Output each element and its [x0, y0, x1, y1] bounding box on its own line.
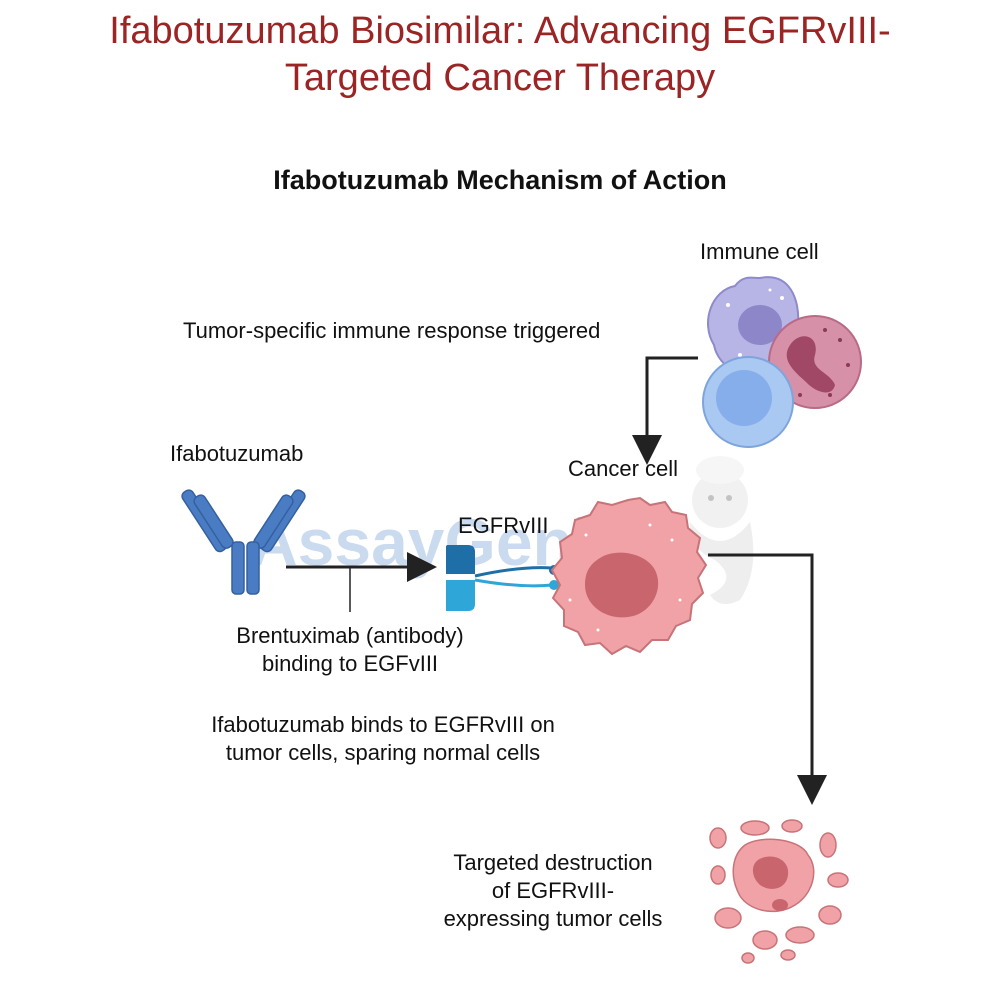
genie-mascot-icon	[690, 456, 754, 604]
binding-label-line-2: binding to EGFvIII	[261, 651, 439, 676]
binding-label-line-1: Brentuximab (antibody)	[236, 623, 464, 648]
immune-response-label: Tumor-specific immune response triggered	[183, 318, 601, 343]
diagram-subtitle: Ifabotuzumab Mechanism of Action	[273, 165, 727, 195]
immune-response-arrow	[632, 356, 698, 465]
destroyed-cell-fragments-icon	[709, 819, 849, 964]
mechanism-line-2: tumor cells, sparing normal cells	[225, 740, 541, 765]
title-line-1: Ifabotuzumab Biosimilar: Advancing EGFRv…	[109, 10, 891, 52]
antibody-icon	[181, 489, 306, 595]
binding-label: Brentuximab (antibody) binding to EGFvII…	[200, 622, 500, 678]
destruction-label: Targeted destruction of EGFRvIII- expres…	[418, 849, 688, 933]
receptor-icon	[446, 545, 559, 611]
destruction-line-3: expressing tumor cells	[443, 906, 663, 931]
antibody-label: Ifabotuzumab	[170, 441, 304, 466]
destruction-line-2: of EGFRvIII-	[491, 878, 615, 903]
receptor-label: EGFRvIII	[458, 513, 549, 538]
mechanism-description: Ifabotuzumab binds to EGFRvIII on tumor …	[183, 711, 583, 767]
immune-cell-group	[702, 276, 862, 448]
destruction-arrow	[708, 553, 827, 805]
cancer-cell-label: Cancer cell	[568, 456, 679, 481]
page-title: Ifabotuzumab Biosimilar: Advancing EGFRv…	[0, 8, 1000, 102]
immune-cell-label: Immune cell	[700, 239, 819, 264]
destruction-line-1: Targeted destruction	[453, 850, 653, 875]
mechanism-line-1: Ifabotuzumab binds to EGFRvIII on	[211, 712, 555, 737]
title-line-2: Targeted Cancer Therapy	[284, 57, 716, 99]
cancer-cell-icon	[550, 496, 708, 656]
